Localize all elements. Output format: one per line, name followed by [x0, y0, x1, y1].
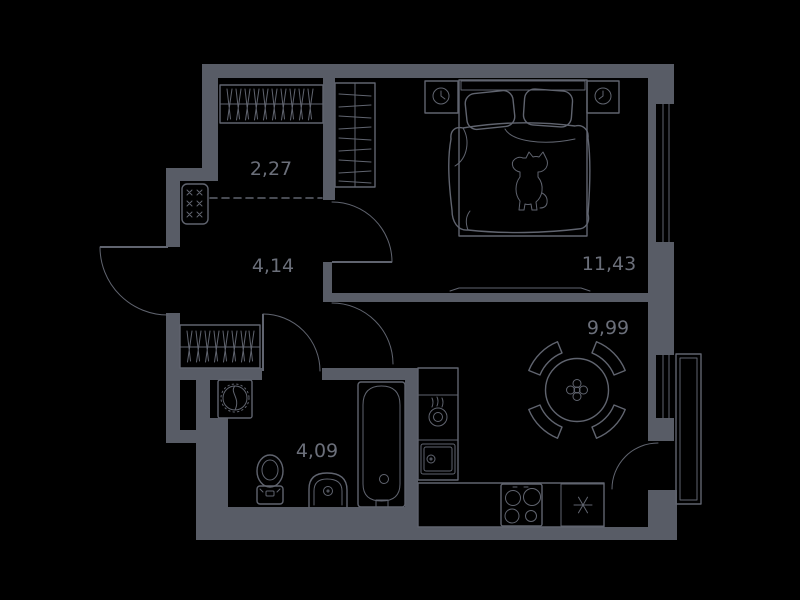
- wall-bathroom-top-left: [166, 368, 262, 380]
- toilet-icon: [256, 454, 284, 505]
- fridge-icon: [560, 483, 605, 527]
- electrical-panel-icon: [181, 183, 209, 225]
- wall-bathroom-bottom: [196, 507, 418, 527]
- windows: [648, 103, 702, 505]
- wall-right-small-block: [648, 418, 674, 441]
- wall-bathroom-top-right: [322, 368, 418, 380]
- wall-bedroom-door-stub: [323, 262, 332, 302]
- balcony-door-icon: [611, 442, 659, 490]
- bedroom-furniture: [424, 79, 620, 237]
- kitchen-counter-south: [417, 482, 605, 528]
- wall-right-bottom-block: [648, 490, 677, 540]
- sliding-partition: [449, 287, 591, 292]
- dining-table-icon: [525, 338, 629, 442]
- doors: [99, 197, 659, 490]
- room-area-label-bathroom: 4,09: [296, 440, 338, 462]
- wall-bathroom-kitchen: [405, 368, 418, 527]
- room-labels: 2,27 4,14 11,43 9,99 4,09: [250, 158, 636, 462]
- wall-left-upper: [202, 64, 218, 174]
- hanger-rail-icon: [219, 84, 324, 124]
- wall-top: [202, 64, 674, 78]
- bedroom-window-icon: [648, 103, 670, 243]
- hallway-furniture: [179, 324, 261, 369]
- kitchen-counter-west: [417, 367, 459, 481]
- kitchen-sink-icon: [420, 443, 456, 475]
- bathroom-door-icon: [262, 313, 321, 372]
- closet-furniture: [181, 82, 376, 225]
- chairs: [525, 338, 629, 442]
- stove-icon: [500, 483, 543, 527]
- wall-bedroom-kitchen-divider: [323, 293, 655, 302]
- cat-blanket-icon: [511, 151, 548, 211]
- bathroom-furniture: [217, 379, 406, 508]
- room-area-label-closet: 2,27: [250, 158, 292, 180]
- kitchen-window-icon: [648, 354, 670, 419]
- fridge-snowflake-icon: [573, 496, 593, 514]
- walls: [166, 64, 677, 540]
- wall-closet-divider: [323, 78, 335, 200]
- wall-bathroom-west: [196, 368, 210, 430]
- double-bed-icon: [448, 79, 591, 237]
- room-area-label-bedroom: 11,43: [582, 253, 636, 275]
- wall-left-a: [166, 168, 180, 247]
- coat-rack-icon: [179, 324, 261, 369]
- kitchen-furniture: [417, 338, 629, 528]
- blanket: [448, 122, 591, 234]
- washing-machine-icon: [217, 379, 253, 419]
- wall-right-top-block: [648, 64, 674, 104]
- nightstand-right-icon: [586, 80, 620, 114]
- wall-bottom: [196, 527, 677, 540]
- bedroom-door-icon: [331, 201, 393, 263]
- bathroom-sink-icon: [308, 472, 348, 508]
- bathtub-icon: [357, 381, 406, 508]
- nightstand-left-icon: [424, 80, 459, 114]
- room-area-label-kitchen: 9,99: [587, 317, 629, 339]
- kitchen-door-icon: [331, 302, 394, 365]
- room-area-label-hallway: 4,14: [252, 255, 294, 277]
- flower-centerpiece-icon: [566, 379, 588, 401]
- kettle-icon: [428, 396, 448, 427]
- entrance-door-icon: [99, 246, 169, 316]
- balcony-icon: [675, 353, 702, 505]
- shelf-rack-icon: [334, 82, 376, 188]
